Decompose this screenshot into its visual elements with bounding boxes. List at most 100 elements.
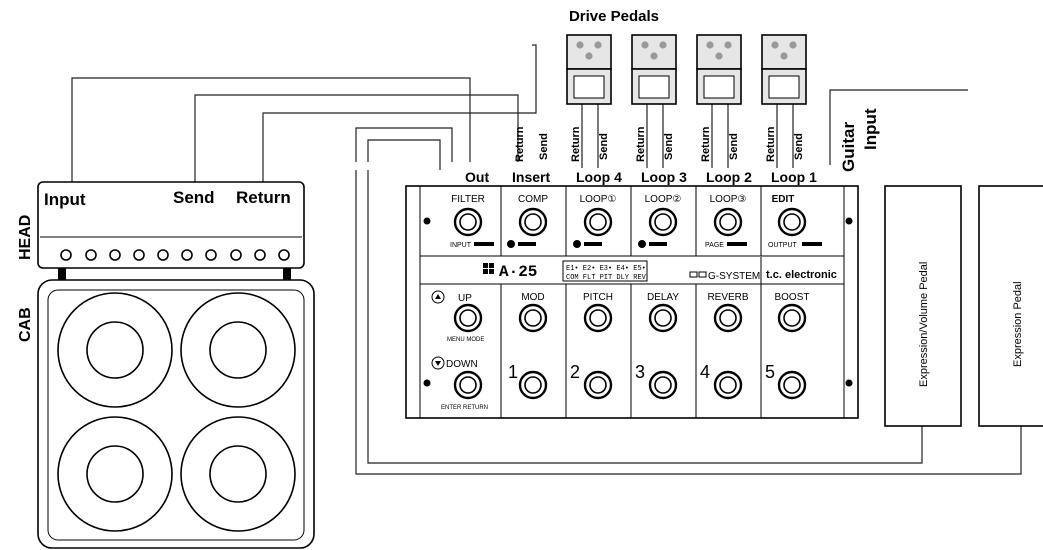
preset-1-button[interactable]: 1 [508, 362, 548, 400]
preset-number-display: A·25 [499, 263, 537, 281]
edit-button[interactable]: EDIT OUTPUT [768, 194, 822, 249]
filter-button[interactable]: FILTER INPUT [450, 194, 494, 249]
drive-pedals-title: Drive Pedals [569, 8, 659, 25]
delay-button[interactable]: DELAY [647, 292, 679, 333]
top-button-row: FILTER INPUT COMP LOOP① LOOP② LO [450, 194, 822, 249]
loop-cables [581, 104, 794, 168]
loop4-return-label: Return [570, 126, 582, 162]
svg-text:MENU MODE: MENU MODE [447, 337, 484, 343]
cables [71, 44, 1022, 475]
svg-text:OUTPUT: OUTPUT [768, 242, 798, 249]
speaker-top-right [180, 292, 296, 408]
comp-button[interactable]: COMP [507, 194, 548, 248]
expression-pedal: Expression Pedal [978, 185, 1043, 427]
svg-text:PITCH: PITCH [583, 292, 613, 303]
loop1-send-label: Send [793, 133, 805, 160]
drive-pedal-4 [761, 34, 807, 105]
cab-label: CAB [17, 307, 34, 342]
svg-text:4: 4 [700, 362, 710, 382]
display-strip: A·25 E1• E2• E3• E4• E5• COM FLT PIT DLY… [483, 257, 837, 284]
svg-text:FILTER: FILTER [451, 194, 485, 205]
loop1-label: Loop 1 [771, 169, 817, 185]
reverb-button[interactable]: REVERB [707, 292, 749, 333]
drive-pedal-1 [566, 34, 612, 105]
svg-text:BOOST: BOOST [774, 292, 809, 303]
loop3-button[interactable]: LOOP③ PAGE [705, 194, 747, 249]
mod-button[interactable]: MOD [518, 292, 548, 333]
cable-out-to-head-input [71, 77, 471, 182]
loop2-return-label: Return [700, 126, 712, 162]
up-button[interactable]: UP MENU MODE [431, 290, 484, 343]
cable-guide-b [367, 139, 441, 170]
expression-volume-label: Expression/Volume Pedal [918, 262, 930, 387]
unit-jack-labels: Out Insert Loop 4 Loop 3 Loop 2 Loop 1 [465, 169, 817, 185]
svg-text:PAGE: PAGE [705, 242, 724, 249]
head-send-label: Send [173, 188, 215, 207]
cable-head-send-to-insert-return [194, 94, 519, 182]
head-input-label: Input [44, 190, 86, 209]
svg-text:COMP: COMP [518, 194, 548, 205]
display-line-2: COM FLT PIT DLY REV [566, 274, 647, 282]
head-return-label: Return [236, 188, 291, 207]
cable-head-return-to-insert-send [262, 44, 537, 182]
middle-button-row: UP MENU MODE MOD PITCH DELAY REVERB B [431, 290, 810, 343]
expression-volume-pedal: Expression/Volume Pedal [884, 185, 962, 427]
down-button[interactable]: DOWN ENTER RETURN [431, 356, 488, 411]
insert-return-label: Return [514, 126, 526, 162]
loop1-return-label: Return [765, 126, 777, 162]
loop1-button[interactable]: LOOP① [573, 194, 616, 248]
loop3-return-label: Return [635, 126, 647, 162]
cable-guide-a [355, 127, 453, 162]
preset-3-button[interactable]: 3 [635, 362, 678, 400]
head-label: HEAD [17, 215, 34, 260]
pitch-button[interactable]: PITCH [583, 292, 613, 333]
preset-4-button[interactable]: 4 [700, 362, 743, 400]
svg-text:ENTER RETURN: ENTER RETURN [441, 405, 488, 411]
drive-pedals [566, 34, 807, 105]
jack-labels: Return Send Return Send Return Send Retu… [514, 108, 880, 172]
drive-pedal-3 [696, 34, 742, 105]
cable-guitar-input [829, 89, 968, 165]
loop3-label: Loop 3 [641, 169, 687, 185]
loop2-button[interactable]: LOOP② [638, 194, 681, 248]
amp-head: Input Send Return [37, 181, 305, 280]
insert-label: Insert [512, 169, 550, 185]
gsystem-unit: FILTER INPUT COMP LOOP① LOOP② LO [405, 185, 859, 419]
preset-2-button[interactable]: 2 [570, 362, 613, 400]
preset-5-button[interactable]: 5 [765, 362, 807, 400]
speaker-cabinet [37, 279, 315, 549]
svg-text:MOD: MOD [521, 292, 544, 303]
svg-text:3: 3 [635, 362, 645, 382]
speaker-bottom-right [180, 416, 296, 532]
expression-label: Expression Pedal [1012, 281, 1024, 367]
brand-tc: t.c. electronic [766, 269, 837, 281]
loop3-send-label: Send [663, 133, 675, 160]
speaker-top-left [57, 292, 173, 408]
svg-text:5: 5 [765, 362, 775, 382]
svg-text:UP: UP [458, 293, 472, 304]
cable-expression [355, 170, 1022, 475]
drive-pedal-2 [631, 34, 677, 105]
svg-text:2: 2 [570, 362, 580, 382]
cable-expression-volume [367, 170, 923, 464]
guitar-label: Guitar [839, 122, 858, 172]
svg-text:DELAY: DELAY [647, 292, 679, 303]
speaker-bottom-left [57, 416, 173, 532]
svg-text:REVERB: REVERB [707, 292, 748, 303]
svg-text:LOOP③: LOOP③ [710, 194, 747, 205]
svg-text:1: 1 [508, 362, 518, 382]
display-led-grid [483, 263, 494, 274]
brand-system: G-SYSTEM [708, 271, 760, 282]
boost-button[interactable]: BOOST [774, 292, 810, 333]
svg-text:INPUT: INPUT [450, 242, 472, 249]
input-word-label: Input [861, 108, 880, 150]
loop4-label: Loop 4 [576, 169, 622, 185]
svg-text:LOOP②: LOOP② [645, 194, 682, 205]
svg-text:EDIT: EDIT [772, 194, 795, 205]
loop4-send-label: Send [598, 133, 610, 160]
head-knobs [60, 249, 290, 261]
display-line-1: E1• E2• E3• E4• E5• [566, 265, 646, 273]
bottom-button-row: DOWN ENTER RETURN 1 2 3 4 5 [431, 356, 807, 411]
